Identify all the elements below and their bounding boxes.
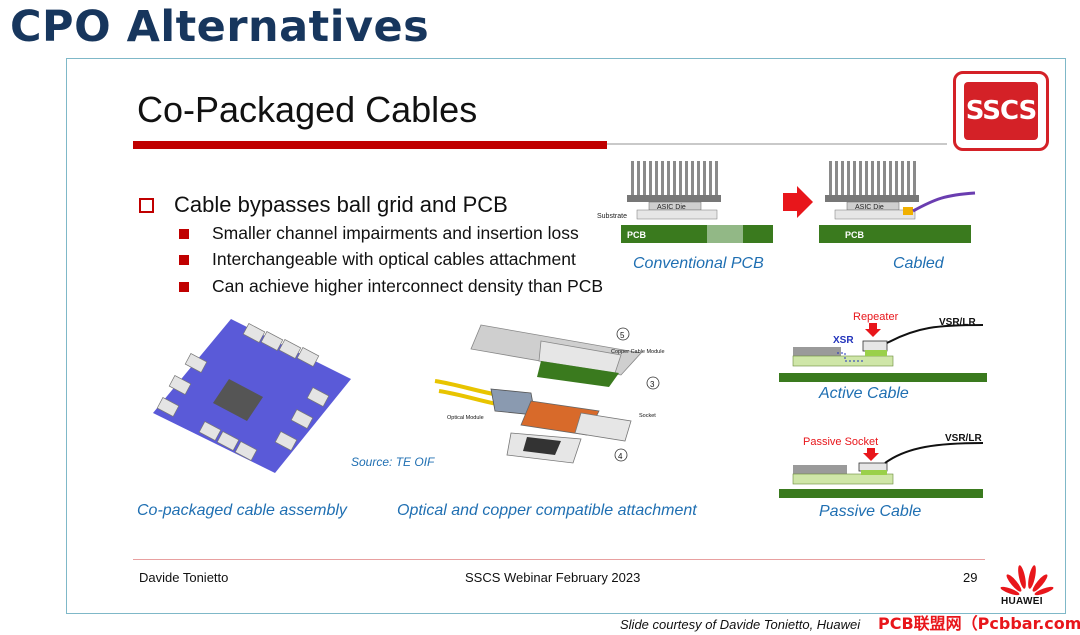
- copper-module-label: Copper Cable Module: [611, 349, 665, 355]
- arrow-right-icon: [783, 186, 813, 218]
- red-square-icon: [179, 228, 189, 239]
- huawei-brand-text: HUAWEI: [1001, 596, 1043, 607]
- footer-event: SSCS Webinar February 2023: [465, 570, 641, 585]
- cabled-diagram: ASIC Die PCB: [819, 161, 976, 243]
- title-rule: [607, 143, 947, 145]
- courtesy-note: Slide courtesy of Davide Tonietto, Huawe…: [620, 617, 861, 632]
- hollow-square-icon: [139, 197, 154, 213]
- sub-bullet: Can achieve higher interconnect density …: [179, 276, 603, 297]
- substrate-label: Substrate: [597, 213, 627, 220]
- active-cable-caption: Active Cable: [819, 385, 909, 402]
- sub-bullet: Interchangeable with optical cables atta…: [179, 249, 576, 270]
- cable-assembly-illustration: [153, 319, 351, 473]
- passive-socket-label: Passive Socket: [803, 436, 878, 448]
- bullet-main: Cable bypasses ball grid and PCB: [139, 192, 508, 218]
- repeater-label: Repeater: [853, 311, 899, 323]
- assembly-caption: Co-packaged cable assembly: [137, 502, 347, 519]
- red-square-icon: [179, 281, 189, 292]
- sub-bullet: Smaller channel impairments and insertio…: [179, 223, 579, 244]
- callout-4: 4: [618, 452, 623, 461]
- slide-title: Co-Packaged Cables: [137, 89, 478, 130]
- cabled-caption: Cabled: [893, 255, 944, 272]
- page-title: CPO Alternatives: [10, 2, 430, 52]
- title-underline: [133, 141, 607, 149]
- passive-cable-diagram: Passive Socket VSR/LR: [779, 433, 984, 498]
- bullet-main-text: Cable bypasses ball grid and PCB: [174, 192, 508, 217]
- sscs-logo: SSCS: [953, 71, 1049, 151]
- footer-rule: [133, 559, 985, 560]
- asic-die-label: ASIC Die: [657, 204, 686, 211]
- pcb-label: PCB: [845, 230, 865, 240]
- red-square-icon: [179, 254, 189, 265]
- conventional-caption: Conventional PCB: [633, 255, 764, 272]
- source-note: Source: TE OIF: [351, 455, 435, 469]
- sscs-logo-text: SSCS: [964, 82, 1038, 140]
- sub-bullet-text: Smaller channel impairments and insertio…: [212, 223, 579, 243]
- page-number: 29: [963, 570, 978, 585]
- slide: Co-Packaged Cables SSCS Cable bypasses b…: [66, 58, 1066, 614]
- xsr-label: XSR: [833, 335, 854, 346]
- pcb-label: PCB: [627, 230, 647, 240]
- huawei-logo-icon: [1000, 565, 1054, 596]
- watermark: PCB联盟网（Pcbbar.com）: [878, 614, 1080, 633]
- conventional-pcb-diagram: ASIC Die Substrate PCB: [597, 161, 773, 243]
- passive-cable-caption: Passive Cable: [819, 503, 922, 520]
- asic-die-label: ASIC Die: [855, 204, 884, 211]
- active-cable-diagram: Repeater VSR/LR XSR: [779, 311, 987, 382]
- socket-label: Socket: [639, 413, 656, 419]
- callout-3: 3: [650, 380, 655, 389]
- attachment-caption: Optical and copper compatible attachment: [397, 502, 697, 519]
- sub-bullet-text: Can achieve higher interconnect density …: [212, 276, 604, 296]
- attachment-illustration: 5 3 4 Copper Cable Module Optical Module…: [434, 324, 665, 464]
- sub-bullet-text: Interchangeable with optical cables atta…: [212, 249, 576, 269]
- vsr-label: VSR/LR: [939, 317, 976, 328]
- optical-module-label: Optical Module: [447, 415, 484, 421]
- vsr-label: VSR/LR: [945, 433, 982, 444]
- footer-author: Davide Tonietto: [139, 570, 229, 585]
- callout-5: 5: [620, 331, 625, 340]
